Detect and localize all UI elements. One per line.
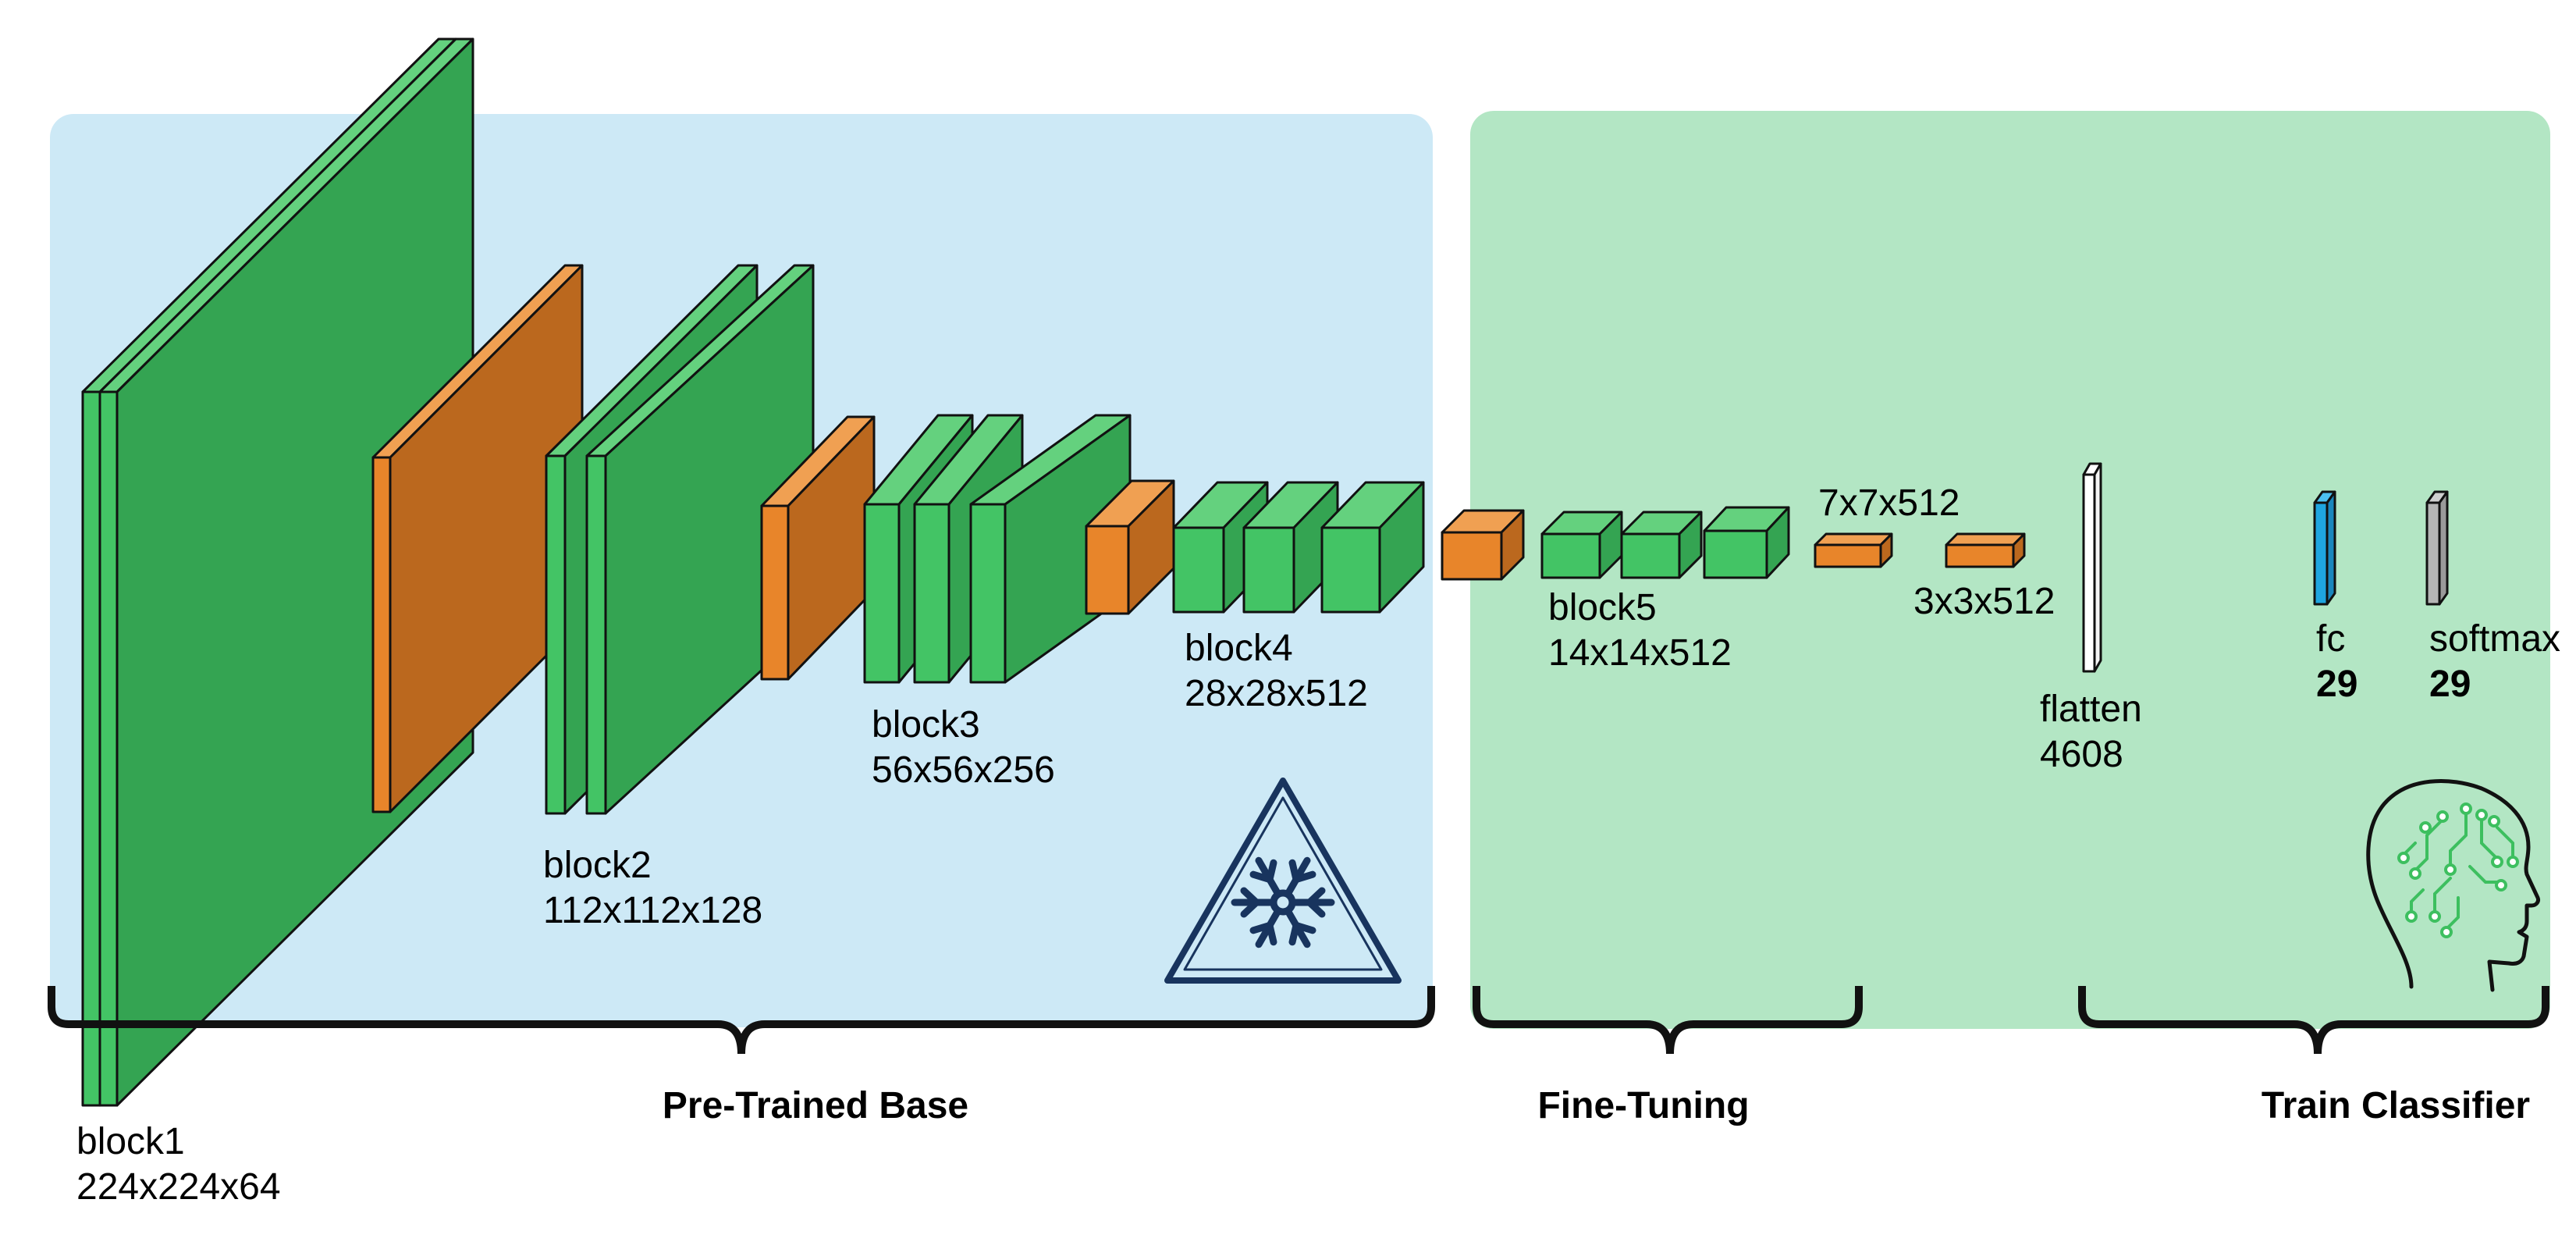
flatten-name: flatten [2040, 689, 2142, 730]
brain-circuit-node-9 [2495, 879, 2507, 891]
block2-conv1-front-face [545, 454, 567, 815]
brain-circuit-node-3 [2491, 856, 2503, 868]
fc-units: 29 [2316, 664, 2357, 705]
block1-pool-layer [371, 264, 584, 813]
brain-circuit-trace-0 [2449, 810, 2468, 868]
block3-conv3-front-face [969, 503, 1007, 684]
extra-pool-top-face [1945, 532, 2026, 546]
layer-labels: block1 224x224x64 block2 112x112x128 blo… [76, 482, 2560, 1208]
brain-circuit-node-10 [2405, 910, 2418, 923]
snowflake-arm-2-branch-b [1249, 921, 1274, 934]
block5-pool-front-face [1814, 543, 1882, 568]
block3-conv2-front-face [913, 503, 950, 684]
brain-circuit-trace-7 [2410, 888, 2425, 915]
network-layers [81, 37, 2449, 1107]
brain-circuit-node-13 [2419, 821, 2432, 834]
block3-name: block3 [872, 704, 980, 746]
snowflake-arm-1-branch-b [1288, 921, 1300, 946]
snowflake-arm-5-branch-b [1292, 870, 1316, 884]
block1-conv2-front-face [98, 390, 119, 1107]
brain-circuit-trace-4 [2496, 826, 2514, 860]
flatten-front-face [2082, 473, 2096, 673]
brain-circuit-node-1 [2444, 863, 2457, 876]
block3-conv3-layer [969, 414, 1132, 684]
section-label-finetuning: Fine-Tuning [1537, 1085, 1749, 1126]
block4-conv2-front-face [1242, 526, 1295, 614]
block1-conv2-layer [98, 37, 474, 1107]
brain-circuit-trace-1 [2480, 817, 2499, 860]
block3-conv1-front-face [863, 503, 901, 684]
block4-conv1-front-face [1172, 526, 1225, 614]
snowflake-hub [1270, 889, 1296, 916]
block5-conv3-front-face [1703, 529, 1768, 579]
finetune-classifier-region-background [1470, 111, 2550, 1029]
block2-pool-layer [760, 415, 876, 681]
section-brackets [48, 986, 2549, 1055]
brain-circuit-node-12 [2488, 815, 2500, 827]
brain-circuit-node-11 [2440, 926, 2453, 938]
block1-conv1-front-face [81, 390, 101, 1107]
block4-name: block4 [1185, 628, 1293, 669]
snowflake-arm-0-branch-b [1306, 899, 1326, 918]
brain-circuit-node-6 [2429, 910, 2441, 923]
block2-conv2-front-face [585, 454, 607, 815]
block5-pool-layer [1814, 532, 1893, 568]
block2-conv2-layer [585, 264, 815, 815]
softmax-name: softmax [2429, 618, 2560, 660]
block1-pool-front-face [371, 456, 392, 813]
fc-layer [2313, 490, 2336, 606]
brain-circuit-node-0 [2460, 802, 2472, 815]
block2-pool-front-face [760, 504, 790, 681]
snowflake-arm-4-branch-b [1266, 859, 1277, 884]
block3-dims: 56x56x256 [872, 749, 1055, 791]
block5-name: block5 [1548, 587, 1657, 628]
block5-conv2-layer [1620, 511, 1703, 579]
block4-conv3-layer [1320, 481, 1425, 614]
extra-pool-layer [1945, 532, 2026, 568]
extra-pool-front-face [1945, 543, 2015, 568]
fc-front-face [2313, 501, 2329, 606]
bracket-classifier [2078, 986, 2549, 1055]
block5-dims: 14x14x512 [1548, 632, 1732, 674]
fc-name: fc [2316, 618, 2345, 660]
softmax-layer [2425, 490, 2449, 606]
brain-circuit-trace-8 [2445, 896, 2460, 931]
block1-name: block1 [76, 1121, 185, 1162]
block5-conv1-layer [1540, 511, 1623, 579]
softmax-units: 29 [2429, 664, 2471, 705]
block2-dims: 112x112x128 [543, 890, 762, 931]
block4-conv3-front-face [1320, 526, 1381, 614]
pool6-dims: 3x3x512 [1913, 581, 2055, 622]
section-label-classifier: Train Classifier [2262, 1085, 2530, 1126]
pool5-dims: 7x7x512 [1818, 482, 1960, 524]
brain-circuit-node-2 [2475, 809, 2488, 821]
bracket-pretrained [48, 986, 1435, 1055]
snowflake-warning-icon [1164, 778, 1402, 984]
head-circuit-brain-icon [2366, 779, 2540, 992]
block5-conv1-front-face [1540, 532, 1601, 579]
flatten-dims: 4608 [2040, 734, 2123, 775]
block5-conv2-front-face [1620, 532, 1681, 579]
block4-pool-layer [1441, 509, 1525, 581]
softmax-front-face [2425, 501, 2441, 606]
bracket-finetuning [1473, 986, 1863, 1055]
brain-circuit-node-7 [2507, 856, 2519, 868]
block1-dims: 224x224x64 [76, 1166, 281, 1208]
block3-pool-front-face [1085, 525, 1130, 615]
brain-circuit-trace-2 [2414, 818, 2444, 872]
block5-conv3-layer [1703, 506, 1790, 579]
brain-circuit-node-5 [2409, 867, 2421, 880]
snowflake-arm-3-branch-b [1240, 887, 1260, 906]
section-label-pretrained: Pre-Trained Base [663, 1085, 968, 1126]
flatten-layer [2082, 462, 2102, 673]
block2-name: block2 [543, 845, 652, 886]
block4-dims: 28x28x512 [1185, 673, 1368, 714]
brain-circuit-trace-3 [2433, 877, 2452, 915]
brain-circuit-node-8 [2397, 852, 2410, 864]
brain-circuit-node-4 [2436, 810, 2449, 823]
block5-pool-top-face [1814, 532, 1893, 546]
block4-pool-front-face [1441, 531, 1503, 581]
